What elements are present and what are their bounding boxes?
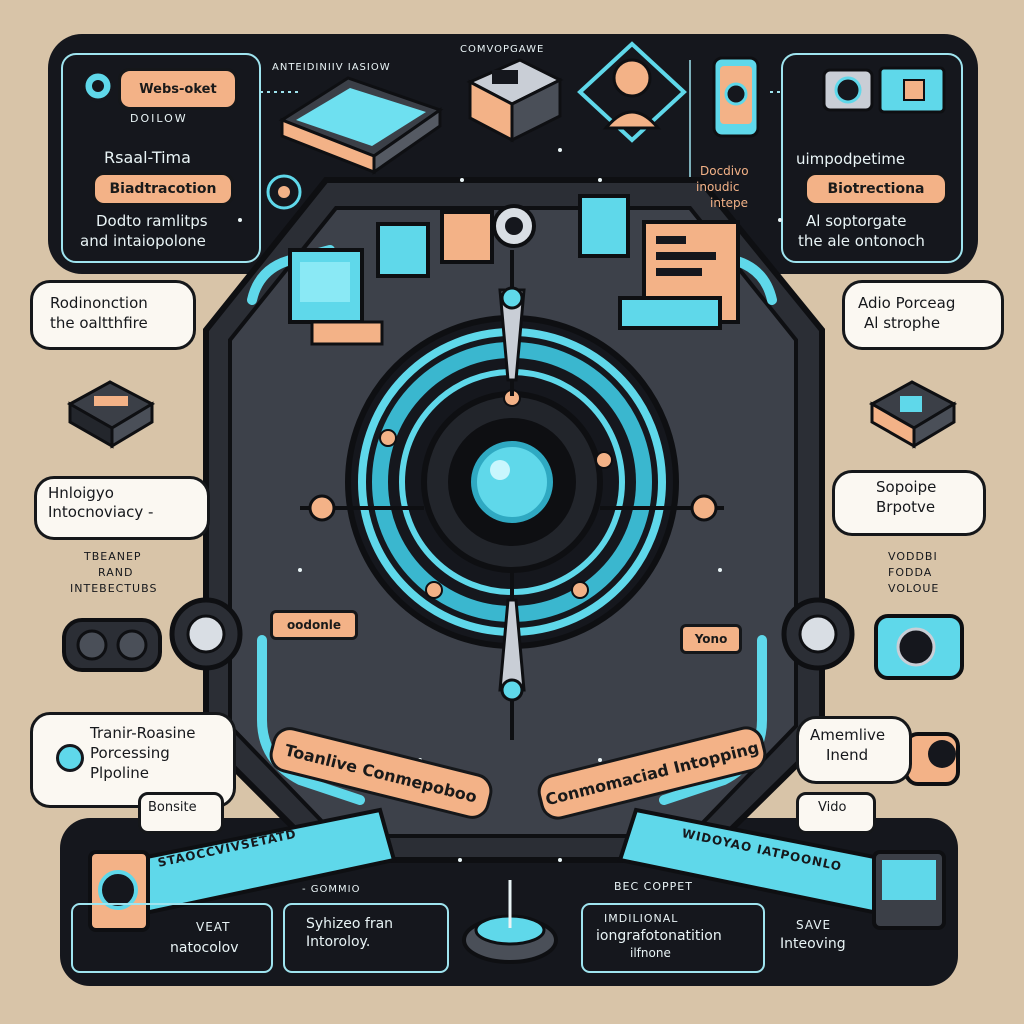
right-box-1 <box>842 280 1004 350</box>
phone-icon <box>712 56 760 138</box>
left-box-1 <box>30 280 196 350</box>
bottom-far-right1: SAVE <box>796 918 832 932</box>
bottom-mid-text2: Intoroloy. <box>306 934 371 950</box>
center-tag-right: Yono <box>680 624 742 654</box>
top-right-note1: Docdivo <box>700 164 749 178</box>
chip-icon <box>66 380 156 449</box>
top-right-title: uimpodpetime <box>796 150 906 168</box>
bottom-hub-icon <box>462 880 558 964</box>
top-right-note2: inoudic <box>696 180 740 194</box>
top-right-line2: the ale ontonoch <box>798 232 925 250</box>
right-box2-line2: Brpotve <box>876 498 936 516</box>
camera-icon <box>822 68 874 112</box>
top-right-note3: intepe <box>710 196 749 210</box>
bottom-right-top: BEC COPPET <box>614 880 693 893</box>
left-box3-icon <box>56 744 84 772</box>
bottom-right-text2: iongrafotonatition <box>596 928 722 944</box>
left-box1-line2: the oaltthfire <box>50 314 148 332</box>
right-text3: VOLOUE <box>888 582 940 595</box>
top-left-line1: Rsaal-Tima <box>104 148 191 167</box>
bottom-left-tag-text: Bonsite <box>148 800 197 815</box>
left-text3: INTEBECTUBS <box>70 582 158 595</box>
left-text2: RAND <box>98 566 134 579</box>
bottom-right-text1: IMDILIONAL <box>604 912 679 925</box>
top-right-line1: Al soptorgate <box>806 212 907 230</box>
top-left-line3: and intaiopolone <box>80 232 206 250</box>
projector-icon <box>874 614 964 680</box>
vr-headset-icon <box>62 618 162 672</box>
camera-device-icon <box>466 58 564 143</box>
router-icon <box>868 380 958 449</box>
top-right-box <box>781 53 963 263</box>
bottom-right-tag <box>796 792 876 834</box>
top-left-subtitle: DOILOW <box>130 112 188 125</box>
top-center-header-left: ANTEIDINIIV IASIOW <box>272 62 391 73</box>
top-right-pill: Biotrectiona <box>804 172 948 206</box>
right-box-3 <box>796 716 912 784</box>
bottom-mid-top: - GOMMIO <box>302 884 361 895</box>
top-center-header-right: COMVOPGAWE <box>460 44 545 55</box>
websocket-pill: Webs-oket <box>118 68 238 110</box>
bottom-left-text2: natocolov <box>170 940 239 956</box>
left-box2-text: Hnloigyo Intocnoviacy - <box>48 484 154 521</box>
right-text2: FODDA <box>888 566 933 579</box>
right-box1-line2: Al strophe <box>864 314 941 332</box>
right-box3-line1: Amemlive <box>810 726 886 744</box>
left-box1-line1: Rodinonction <box>50 294 148 312</box>
top-left-pill2: Biadtracotion <box>92 172 234 206</box>
bottom-right-tag-text: Vido <box>818 800 847 815</box>
right-box1-line1: Adio Porceag <box>858 294 956 312</box>
right-box-2 <box>832 470 986 536</box>
bottom-right-text3: ilfnone <box>630 946 671 960</box>
left-box-2 <box>34 476 210 540</box>
right-box3-line2: Inend <box>826 746 869 764</box>
bottom-right-screen-icon <box>872 850 946 930</box>
speaker-device-icon <box>904 732 960 786</box>
left-box3-line1: Tranir-Roasine <box>90 724 196 742</box>
bottom-left-tag <box>138 792 224 834</box>
left-text1: TBEANEP <box>84 550 142 563</box>
top-left-line2: Dodto ramlitps <box>96 212 208 230</box>
video-frame-icon <box>878 66 946 114</box>
right-box2-line1: Sopoipe <box>876 478 937 496</box>
left-box3-line3: Plpoline <box>90 764 149 782</box>
right-text1: VODDBI <box>888 550 938 563</box>
avatar-icon <box>577 41 687 143</box>
bottom-mid-text1: Syhizeo fran <box>306 916 394 932</box>
monitor-device-icon <box>278 76 444 175</box>
left-box3-line2: Porcessing <box>90 744 170 762</box>
bottom-far-right2: Inteoving <box>780 936 846 952</box>
shelf-monitors <box>288 194 740 346</box>
top-left-box <box>61 53 261 263</box>
center-tag-left: oodonle <box>270 610 358 640</box>
core-lens <box>471 441 553 523</box>
bottom-left-text1: VEAT <box>196 920 231 934</box>
bottom-left-device-icon <box>88 850 150 932</box>
